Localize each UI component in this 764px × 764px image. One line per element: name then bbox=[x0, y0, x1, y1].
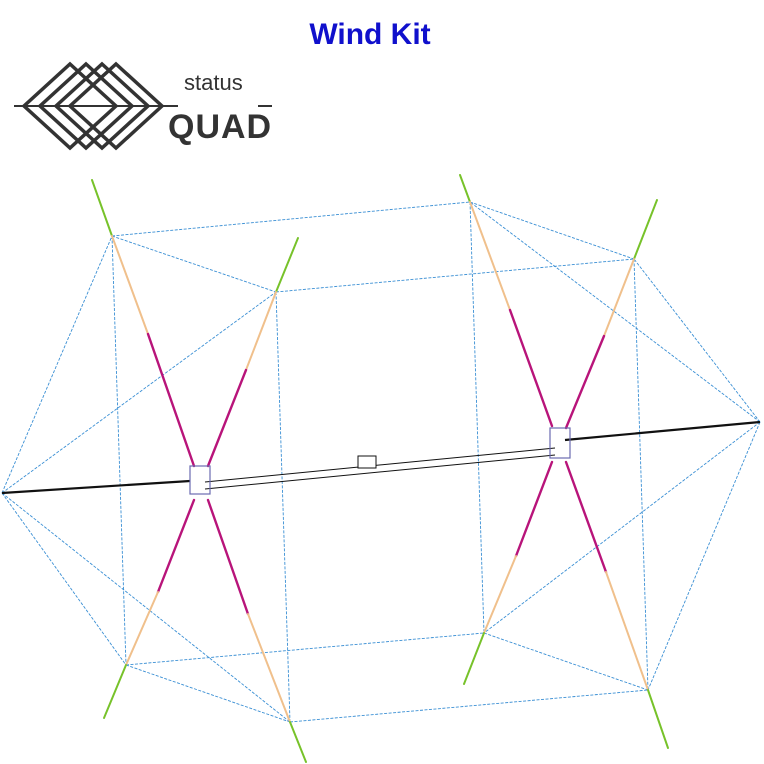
rod-segment bbox=[459, 174, 471, 203]
frame-line bbox=[275, 291, 291, 723]
frame-line bbox=[647, 421, 761, 691]
rod-segment bbox=[206, 368, 248, 468]
rod-segment bbox=[125, 591, 159, 666]
frame-line bbox=[469, 201, 761, 423]
rod-segment bbox=[275, 237, 299, 293]
logo-quad-text: QUAD bbox=[168, 108, 273, 146]
frame-line bbox=[289, 689, 649, 723]
frame-line bbox=[111, 235, 127, 666]
left-hub-connector bbox=[189, 465, 211, 495]
frame-line bbox=[1, 291, 277, 494]
rod-segment bbox=[206, 498, 250, 616]
frame-line bbox=[1, 235, 113, 494]
rod-segment bbox=[508, 308, 554, 428]
frame-line bbox=[633, 258, 761, 423]
frame-line bbox=[633, 258, 649, 691]
rod-segment bbox=[514, 460, 554, 558]
logo-status-text: status bbox=[184, 70, 243, 95]
rod-segment bbox=[156, 498, 196, 594]
rod-segment bbox=[603, 258, 635, 337]
frame-line bbox=[483, 632, 649, 691]
rod-segment bbox=[647, 689, 669, 749]
rod-segment bbox=[91, 179, 113, 237]
rod-segment bbox=[245, 291, 277, 371]
frame-line bbox=[125, 632, 485, 666]
frame-line bbox=[275, 258, 635, 293]
frame-line bbox=[469, 201, 485, 634]
page-title: Wind Kit bbox=[309, 18, 431, 51]
rod-segment bbox=[463, 632, 485, 685]
rod-segment bbox=[564, 460, 608, 574]
frame-line bbox=[111, 201, 471, 237]
spine bbox=[1, 420, 761, 495]
rod-segment bbox=[247, 613, 291, 723]
frame-line bbox=[483, 421, 761, 634]
rod-segment bbox=[564, 334, 606, 430]
frame-line bbox=[469, 201, 635, 260]
frame-line bbox=[1, 492, 291, 723]
frame-line bbox=[111, 235, 277, 293]
rod-segment bbox=[633, 199, 658, 260]
right-cross bbox=[459, 174, 669, 749]
rod-segment bbox=[111, 235, 149, 335]
frame-lines bbox=[1, 201, 761, 723]
spine-tube-bottom bbox=[204, 454, 556, 490]
status-quad-logo: status QUAD bbox=[10, 58, 272, 162]
frame-line bbox=[125, 664, 291, 723]
frame-line bbox=[1, 492, 127, 666]
logo-diamonds-icon bbox=[14, 61, 272, 151]
right-hub-connector bbox=[549, 427, 571, 459]
left-cross bbox=[91, 179, 307, 763]
rod-segment bbox=[103, 664, 127, 719]
rod-segment bbox=[146, 332, 196, 468]
spine-tube-top bbox=[204, 447, 556, 483]
spine-connector bbox=[357, 455, 377, 469]
rod-segment bbox=[483, 555, 517, 634]
rod-segment bbox=[289, 721, 307, 763]
rod-segment bbox=[469, 201, 511, 311]
rod-segment bbox=[605, 571, 649, 691]
spine-rod-left bbox=[1, 479, 191, 495]
spine-rod-right bbox=[564, 420, 761, 442]
